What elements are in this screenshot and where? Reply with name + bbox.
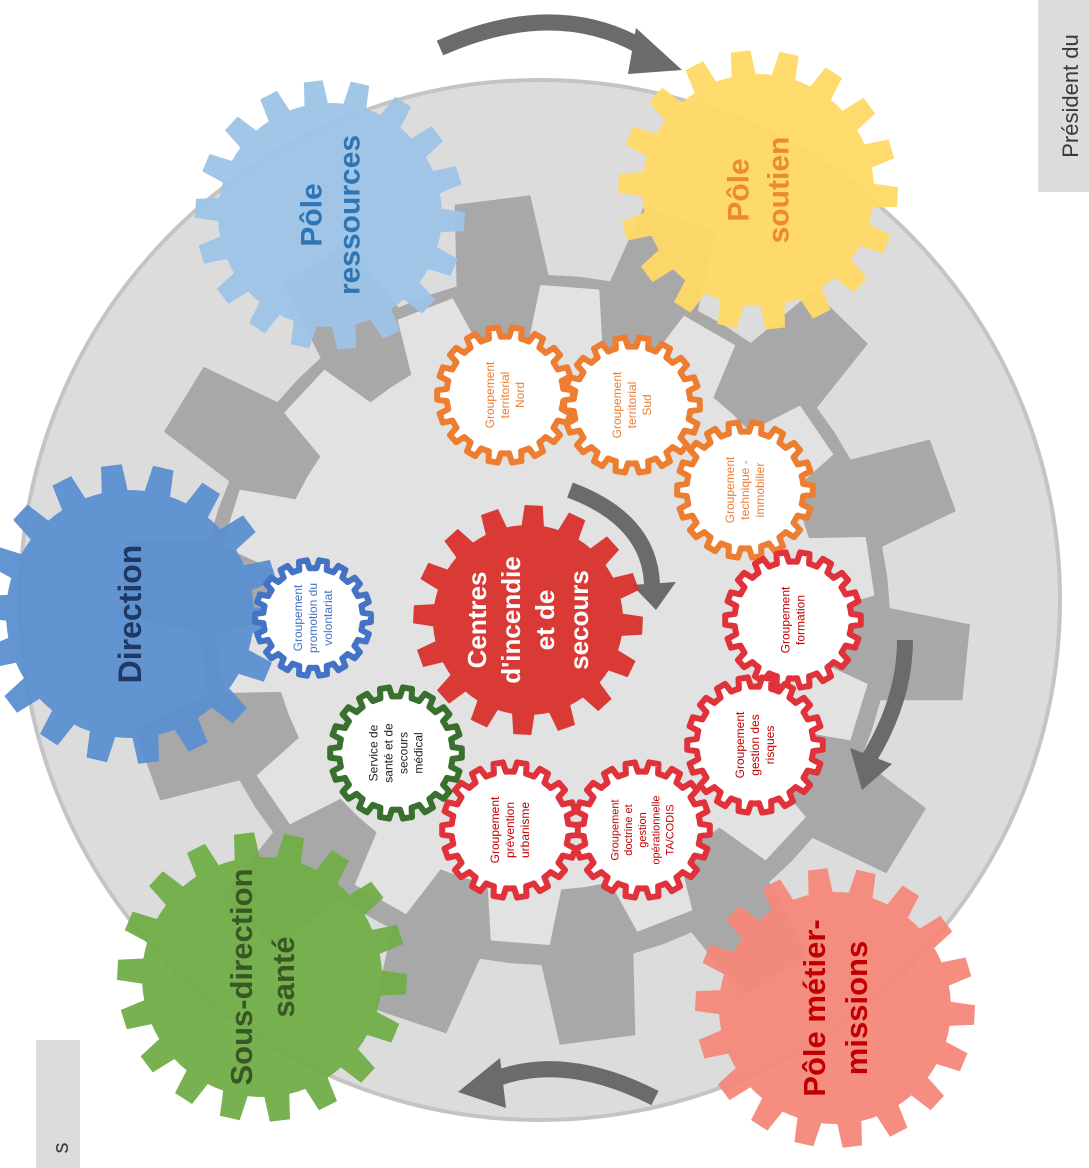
group-gear-formation: Groupementformation [722,549,864,691]
group-gear-doctrine-label-line-4: opérationnelle [651,795,663,864]
group-gear-formation-label-line-2: formation [794,595,808,645]
gear-direction: Direction [0,464,280,764]
gear-direction-label: Direction [112,545,148,684]
group-gear-nord-label-line-1: Groupement [483,361,497,428]
group-gear-sud-label-line-3: Sud [640,394,654,415]
group-gear-volontariat-shape [252,557,374,679]
gear-soutien-label-line-1: Pôle [723,158,756,221]
group-gear-volontariat-label-line-1: Groupement [291,584,305,651]
group-gear-ssm-shape [327,684,465,822]
president-label: Président du [1058,34,1083,158]
group-gear-doctrine-label-line-2: doctrine et [623,804,635,855]
group-gear-technique-shape [674,419,816,561]
group-gear-nord-label-line-2: territorial [498,372,512,419]
group-gear-doctrine-label-line-3: gestion [637,812,649,847]
gear-centres-label-line-3: et de [530,590,560,651]
group-gear-nord-label: GroupementterritorialNord [483,361,527,428]
gear-metier-label: Pôle métier-missions [797,919,874,1096]
group-gear-formation-shape [722,549,864,691]
gear-metier: Pôle métier-missions [695,868,975,1148]
group-gear-technique-label-line-1: Groupement [723,456,737,523]
group-gear-volontariat: Groupementpromotion duvolontariat [252,557,374,679]
group-gear-prevention-shape [439,759,581,901]
gear-metier-label-line-2: missions [839,941,874,1075]
group-gear-risques-label: Groupementgestion desrisques [733,711,777,778]
group-gear-sud-label: GroupementterritorialSud [610,371,654,438]
top-cycle-arrow [436,14,682,74]
group-gear-prevention-label-line-3: urbanisme [518,802,532,858]
group-gear-ssm-label-line-1: Service de [367,724,381,781]
group-gear-technique-label-line-2: technique - [738,460,752,519]
group-gear-sud-label-line-2: territorial [625,382,639,429]
bottom-cycle-arrow [458,1058,659,1108]
group-gear-nord-label-line-3: Nord [513,382,527,408]
gear-soutien-label-line-2: soutien [763,137,796,244]
group-gear-prevention-label-line-2: prévention [503,802,517,858]
gear-ressources-shape [195,80,465,350]
group-gear-doctrine-label-line-1: Groupement [609,799,621,860]
gear-soutien-shape [618,50,898,330]
group-gear-risques: Groupementgestion desrisques [684,674,826,816]
group-gear-ssm-label-line-3: secours [397,732,411,774]
gear-centres-label-line-1: Centres [462,572,492,669]
gear-ressources-label-line-2: ressources [334,135,367,295]
gear-direction-shape [0,464,280,764]
gear-centres-label-line-4: secours [564,570,594,670]
gear-direction-label-line-1: Direction [112,545,148,684]
group-gear-ssm-label-line-4: médical [412,732,426,773]
group-gear-sud-shape [561,334,703,476]
bottom-left-label: s [48,1143,73,1154]
gear-sante-label-line-1: Sous-direction [224,868,259,1085]
group-gear-risques-label-line-1: Groupement [733,711,747,778]
group-gear-nord: GroupementterritorialNord [434,324,576,466]
right-cycle-arrow [850,639,913,790]
group-gear-technique: Groupementtechnique -immobilier [674,419,816,561]
gear-ressources-label-line-1: Pôle [296,183,329,246]
gear-centres-label-line-2: d'incendie [496,556,526,684]
group-gear-prevention-label: Groupementpréventionurbanisme [488,796,532,863]
inner-cycle-arrow [567,482,676,610]
group-gear-sud: GroupementterritorialSud [561,334,703,476]
group-gear-sud-label-line-1: Groupement [610,371,624,438]
group-gear-risques-shape [684,674,826,816]
gear-centres-shape [413,505,643,735]
group-gear-risques-label-line-2: gestion des [748,714,762,775]
group-gear-formation-label-line-1: Groupement [779,586,793,653]
group-gear-ssm-label: Service desanté et desecoursmédical [367,723,426,783]
group-gear-ssm-label-line-2: santé et de [382,723,396,783]
group-gear-risques-label-line-3: risques [763,726,777,765]
group-gear-nord-shape [434,324,576,466]
group-gear-volontariat-label: Groupementpromotion duvolontariat [291,583,335,653]
gear-sante-shape [117,832,407,1122]
group-gear-technique-label: Groupementtechnique -immobilier [723,456,767,523]
group-gear-doctrine-shape [571,759,713,901]
group-gear-formation-label: Groupementformation [779,586,808,653]
group-gear-volontariat-label-line-3: volontariat [321,590,335,646]
group-gear-technique-label-line-3: immobilier [753,463,767,518]
group-gear-ssm: Service desanté et desecoursmédical [327,684,465,822]
gear-metier-label-line-1: Pôle métier- [797,919,832,1096]
group-gear-prevention-label-line-1: Groupement [488,796,502,863]
gear-sante-label-line-2: santé [266,937,301,1018]
gear-metier-shape [695,868,975,1148]
president-label-box: Président du [1038,0,1089,192]
group-gear-doctrine-label-line-5: TA/CODIS [664,804,676,855]
group-gear-prevention: Groupementpréventionurbanisme [439,759,581,901]
bottom-left-label-box: s [36,1040,80,1168]
group-gear-volontariat-label-line-2: promotion du [306,583,320,653]
